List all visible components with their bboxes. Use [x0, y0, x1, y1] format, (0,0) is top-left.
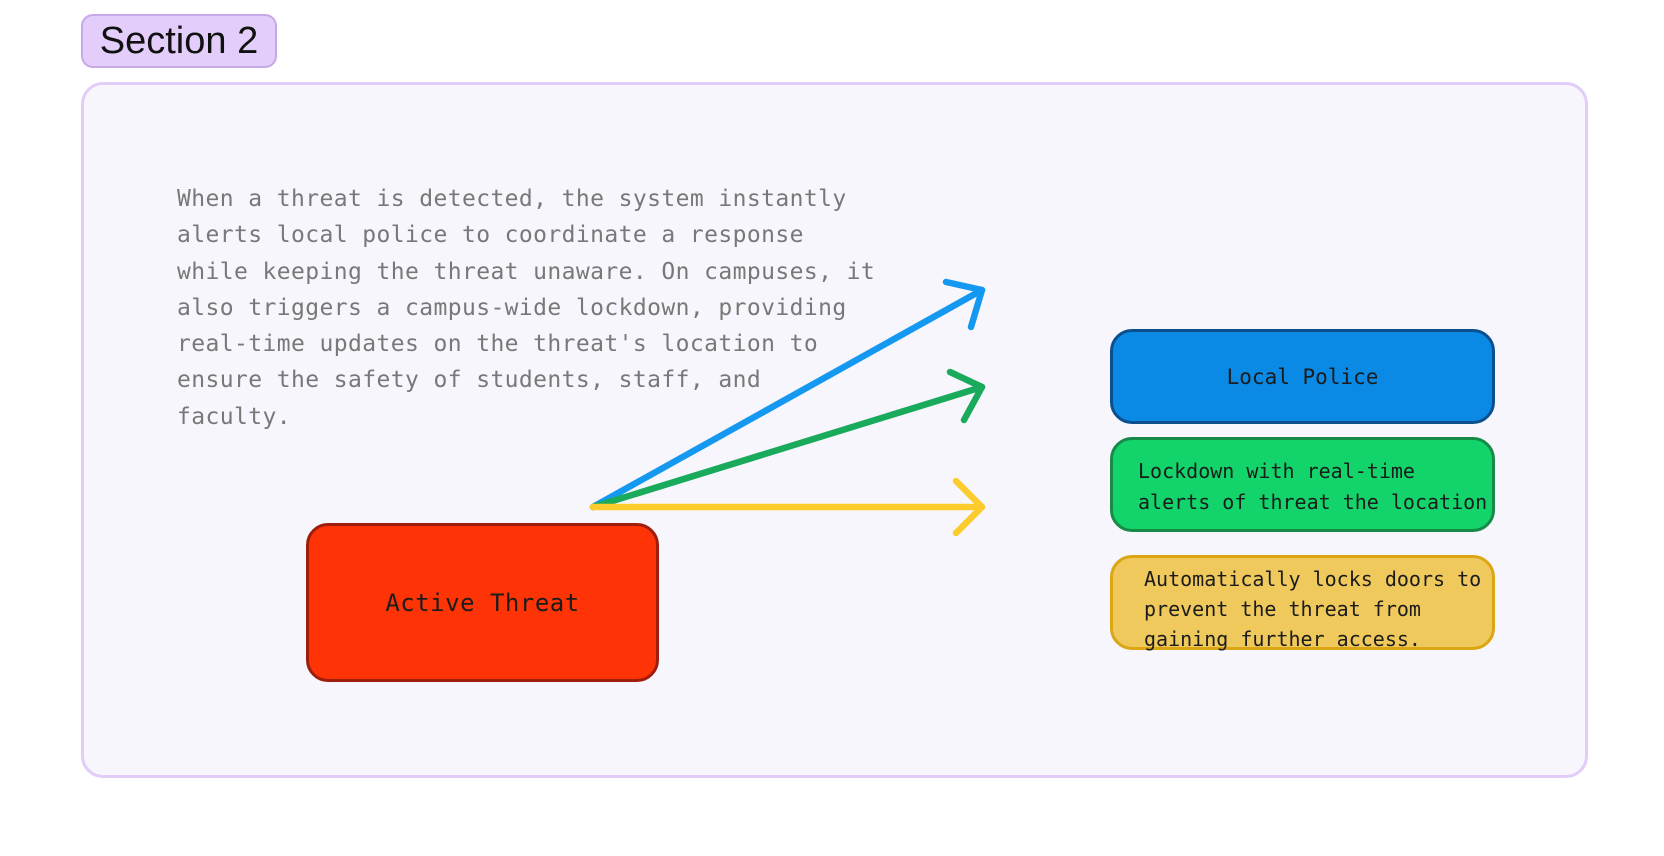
door-lock-node: Automatically locks doors to prevent the…: [1110, 555, 1495, 651]
lockdown-node: Lockdown with real-time alerts of threat…: [1110, 437, 1495, 532]
section-label: Section 2: [81, 14, 277, 68]
active-threat-node: Active Threat: [306, 523, 659, 682]
local-police-node: Local Police: [1110, 329, 1495, 424]
description-text: When a threat is detected, the system in…: [177, 186, 876, 430]
